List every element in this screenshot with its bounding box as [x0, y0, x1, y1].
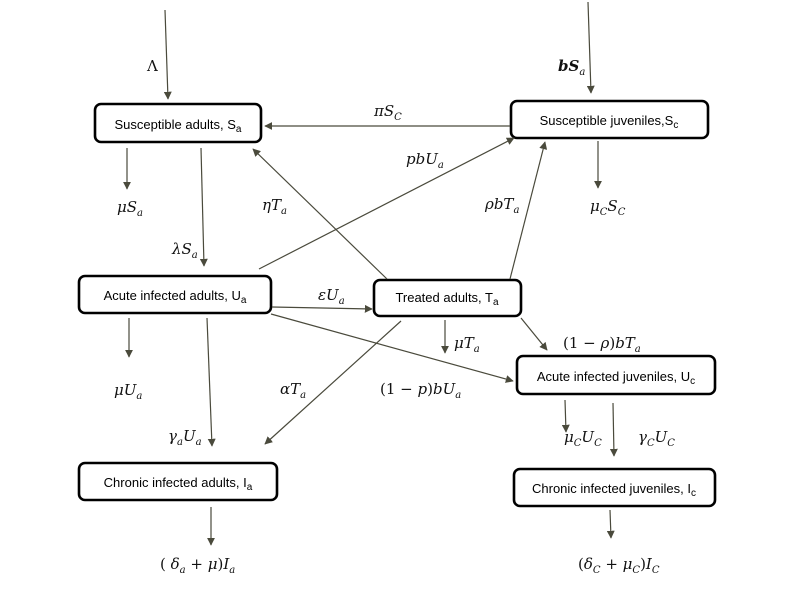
rate-mu-sa: μSa	[117, 198, 143, 219]
rate-gamma-a-ua: γaUa	[168, 427, 202, 448]
rate-mu-ta: μTa	[454, 334, 480, 355]
edge-treated-to-acute-juveniles	[520, 317, 548, 351]
rate-recruitment: Λ	[146, 57, 158, 75]
node-chronic-infected-juveniles: Chronic infected juveniles, Ic	[512, 467, 717, 508]
rate-mu-c-uc: μCUC	[564, 428, 602, 449]
node-label: Acute infected juveniles, Uc	[537, 369, 695, 387]
edge-infection-adults	[199, 147, 208, 267]
node-chronic-infected-adults: Chronic infected adults, Ia	[77, 461, 279, 502]
edge-acute-adults-to-treated	[271, 304, 373, 313]
edge-recruitment-adults	[163, 9, 172, 100]
node-label: Susceptible juveniles,Sc	[540, 113, 679, 131]
rate-one-minus-p-b-ua: (1 − p)bUa	[380, 380, 461, 401]
rate-pi-sc: πSC	[373, 102, 402, 123]
rate-eta-ta: ηTa	[262, 196, 287, 217]
node-label: Treated adults, Ta	[395, 290, 499, 308]
node-acute-infected-juveniles: Acute infected juveniles, Uc	[515, 354, 717, 396]
edge-outflow-chronic-juveniles	[606, 509, 615, 539]
edge-treated-to-chronic-adults	[264, 320, 402, 445]
edge-acute-to-chronic-adults	[206, 317, 216, 447]
rate-alpha-ta: αTa	[280, 380, 306, 401]
rate-rho-b-ta: ρbTa	[484, 195, 519, 216]
edge-death-acute-juveniles	[561, 399, 570, 433]
node-treated-adults: Treated adults, Ta	[372, 278, 523, 318]
edge-treated-to-susceptible-adults	[252, 148, 388, 280]
edge-birth-juveniles	[586, 1, 595, 94]
rate-birth: bSa	[558, 57, 585, 78]
rate-one-minus-rho-b-ta: (1 − ρ)bTa	[563, 334, 641, 355]
edge-acute-adults-to-susceptible-juveniles	[258, 137, 515, 270]
rate-lambda-sa: λSa	[171, 240, 198, 261]
node-label: Chronic infected adults, Ia	[104, 475, 253, 493]
rate-delta-a-outflow: ( δa + μ)Ia	[160, 555, 235, 576]
node-label: Chronic infected juveniles, Ic	[532, 481, 696, 499]
rate-gamma-c-uc: γCUC	[638, 428, 675, 449]
rate-mu-ua: μUa	[114, 381, 142, 402]
rate-delta-c-outflow: (δC + μC)IC	[578, 555, 660, 576]
edge-acute-adults-to-acute-juveniles	[270, 313, 514, 383]
rate-mu-c-sc: μCSC	[590, 197, 626, 218]
edge-acute-to-chronic-juveniles	[609, 402, 618, 457]
node-label: Acute infected adults, Ua	[104, 288, 247, 306]
rate-pb-ua: pbUa	[406, 150, 444, 171]
node-susceptible-juveniles: Susceptible juveniles,Sc	[509, 99, 710, 140]
edge-treated-to-susceptible-juveniles	[509, 141, 548, 280]
rate-eps-ua: εUa	[318, 286, 345, 307]
node-acute-infected-adults: Acute infected adults, Ua	[77, 274, 273, 315]
node-susceptible-adults: Susceptible adults, Sa	[93, 102, 263, 144]
node-label: Susceptible adults, Sa	[115, 117, 242, 135]
